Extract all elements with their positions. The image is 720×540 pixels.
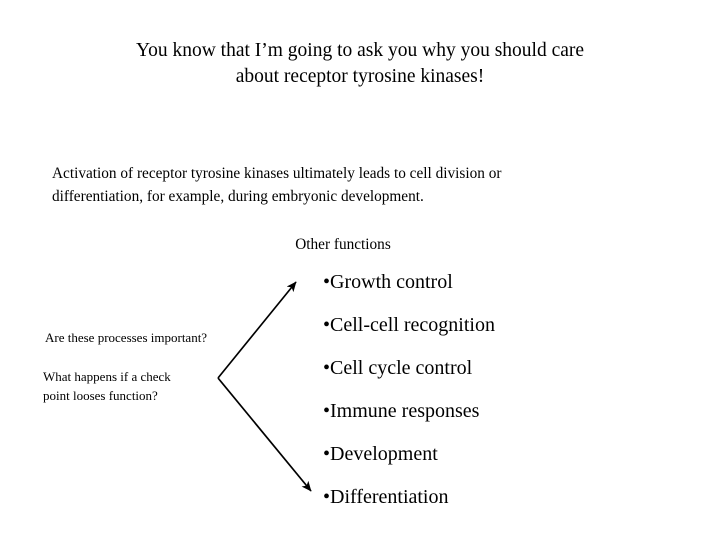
- annotation-line: point looses function?: [43, 388, 158, 403]
- body-line-2: differentiation, for example, during emb…: [52, 188, 424, 205]
- list-item: •Development: [323, 442, 653, 485]
- bullet-icon: •: [323, 357, 331, 379]
- other-functions-list: •Growth control •Cell-cell recognition •…: [323, 270, 653, 528]
- subheading-other-functions: Other functions: [295, 236, 391, 253]
- arrow-up-right-icon: [217, 281, 297, 379]
- bullet-icon: •: [323, 443, 331, 465]
- list-item: •Cell-cell recognition: [323, 313, 653, 356]
- list-item: •Immune responses: [323, 399, 653, 442]
- list-item-label: Growth control: [330, 271, 453, 293]
- bullet-icon: •: [323, 486, 331, 508]
- list-item: •Differentiation: [323, 485, 653, 528]
- annotation-line: What happens if a check: [43, 369, 171, 384]
- title-line-1: You know that I’m going to ask you why y…: [135, 40, 585, 61]
- annotation-processes-important: Are these processes important?: [45, 328, 207, 347]
- body-paragraph: Activation of receptor tyrosine kinases …: [52, 162, 652, 208]
- list-item-label: Differentiation: [330, 486, 449, 508]
- list-item-label: Cell cycle control: [330, 357, 473, 379]
- list-item-label: Immune responses: [330, 400, 480, 422]
- list-item-label: Development: [330, 443, 438, 465]
- title-line-2: about receptor tyrosine kinases!: [235, 66, 485, 87]
- body-line-1: Activation of receptor tyrosine kinases …: [52, 165, 502, 182]
- bullet-icon: •: [323, 400, 331, 422]
- annotation-line: Are these processes important?: [45, 330, 208, 345]
- bullet-icon: •: [323, 271, 331, 293]
- list-item: •Growth control: [323, 270, 653, 313]
- arrow-down-right-icon: [217, 377, 312, 492]
- list-item-label: Cell-cell recognition: [330, 314, 495, 336]
- annotation-checkpoint-question: What happens if a check point looses fun…: [43, 367, 171, 405]
- list-item: •Cell cycle control: [323, 356, 653, 399]
- page-title: You know that I’m going to ask you why y…: [60, 38, 660, 90]
- bullet-icon: •: [323, 314, 331, 336]
